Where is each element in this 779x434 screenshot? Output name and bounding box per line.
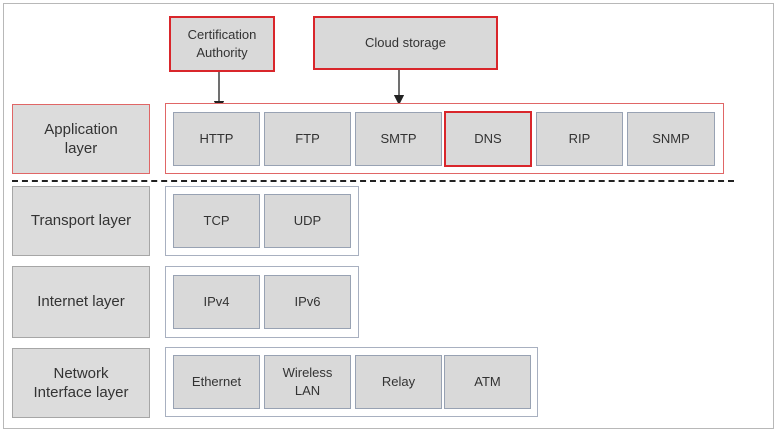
- protocol-dns: DNS: [444, 111, 532, 167]
- cloud-storage-box: Cloud storage: [313, 16, 498, 70]
- protocol-snmp: SNMP: [627, 112, 715, 166]
- protocol-ftp: FTP: [264, 112, 351, 166]
- layer-label-network-interface: Network Interface layer: [12, 348, 150, 418]
- layer-label-internet: Internet layer: [12, 266, 150, 338]
- certification-authority-box: Certification Authority: [169, 16, 275, 72]
- protocol-ipv6: IPv6: [264, 275, 351, 329]
- protocol-ethernet: Ethernet: [173, 355, 260, 409]
- protocol-atm: ATM: [444, 355, 531, 409]
- protocol-rip: RIP: [536, 112, 623, 166]
- layer-label-application: Application layer: [12, 104, 150, 174]
- diagram-frame: [3, 3, 774, 429]
- protocol-ipv4: IPv4: [173, 275, 260, 329]
- protocol-http: HTTP: [173, 112, 260, 166]
- protocol-smtp: SMTP: [355, 112, 442, 166]
- protocol-tcp: TCP: [173, 194, 260, 248]
- layer-label-transport: Transport layer: [12, 186, 150, 256]
- protocol-udp: UDP: [264, 194, 351, 248]
- layer-divider-dashed: [12, 180, 734, 182]
- protocol-relay: Relay: [355, 355, 442, 409]
- protocol-wireless-lan: Wireless LAN: [264, 355, 351, 409]
